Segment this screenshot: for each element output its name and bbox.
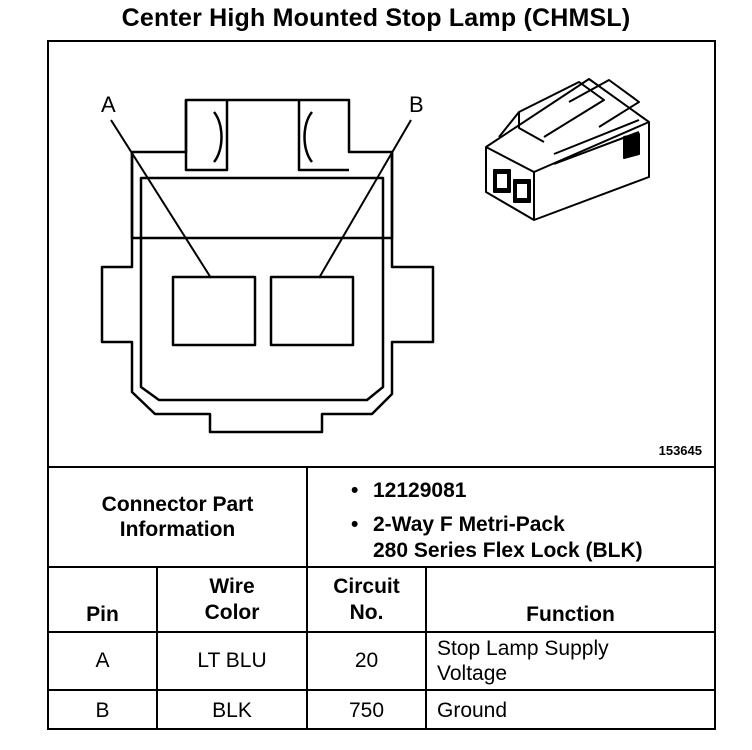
figure-number: 153645 bbox=[658, 443, 702, 458]
header-pin: Pin bbox=[86, 603, 119, 626]
header-circuit: Circuit No. bbox=[308, 568, 425, 631]
row-a-function: Stop Lamp Supply Voltage bbox=[427, 633, 714, 689]
divider bbox=[306, 468, 308, 566]
divider bbox=[49, 466, 714, 468]
connector-info-label-line2: Information bbox=[119, 518, 236, 541]
row-a-wire-color: LT BLU bbox=[197, 649, 267, 672]
description-item: • 2-Way F Metri-Pack bbox=[351, 512, 643, 538]
row-a-pin: A bbox=[95, 649, 110, 672]
pin-a-callout: A bbox=[101, 92, 116, 117]
connector-face-drawing bbox=[100, 78, 650, 434]
row-b-pin: B bbox=[95, 698, 110, 722]
header-circuit-line1: Circuit bbox=[333, 574, 400, 598]
header-wire-color-line1: Wire bbox=[209, 574, 255, 598]
connector-info-label: Connector Part Information bbox=[49, 468, 306, 566]
description-item-continued: 280 Series Flex Lock (BLK) bbox=[351, 538, 643, 564]
description-line1: 2-Way F Metri-Pack bbox=[373, 513, 565, 536]
connector-card: A B 153645 Connector Part Information • … bbox=[47, 40, 716, 730]
header-function: Function bbox=[526, 603, 615, 626]
row-a-function-line2: Voltage bbox=[437, 662, 508, 685]
divider bbox=[306, 568, 308, 730]
part-number: 12129081 bbox=[373, 479, 467, 502]
part-number-item: • 12129081 bbox=[351, 478, 643, 504]
header-circuit-line2: No. bbox=[349, 600, 384, 624]
connector-info-values: • 12129081 • 2-Way F Metri-Pack 280 Seri… bbox=[351, 478, 643, 564]
page-title: Center High Mounted Stop Lamp (CHMSL) bbox=[121, 4, 631, 32]
bullet: • bbox=[351, 479, 359, 502]
divider bbox=[49, 566, 714, 568]
header-wire-color: Wire Color bbox=[158, 568, 306, 631]
connector-diagram: A B 153645 bbox=[49, 42, 714, 468]
row-b-circuit: 750 bbox=[348, 698, 385, 722]
row-b-function: Ground bbox=[437, 698, 508, 722]
pin-b-callout: B bbox=[409, 92, 424, 117]
divider bbox=[49, 631, 714, 633]
connector-3d-sketch bbox=[485, 78, 650, 221]
connector-info-label-line1: Connector Part bbox=[101, 493, 254, 516]
row-a-function-line1: Stop Lamp Supply bbox=[437, 637, 609, 660]
divider bbox=[49, 689, 714, 691]
bullet: • bbox=[351, 513, 359, 536]
divider bbox=[156, 568, 158, 730]
row-a-circuit: 20 bbox=[354, 649, 379, 672]
description-line2: 280 Series Flex Lock (BLK) bbox=[373, 539, 643, 562]
header-wire-color-line2: Color bbox=[204, 600, 260, 624]
divider bbox=[425, 568, 427, 730]
row-b-wire-color: BLK bbox=[212, 698, 252, 722]
